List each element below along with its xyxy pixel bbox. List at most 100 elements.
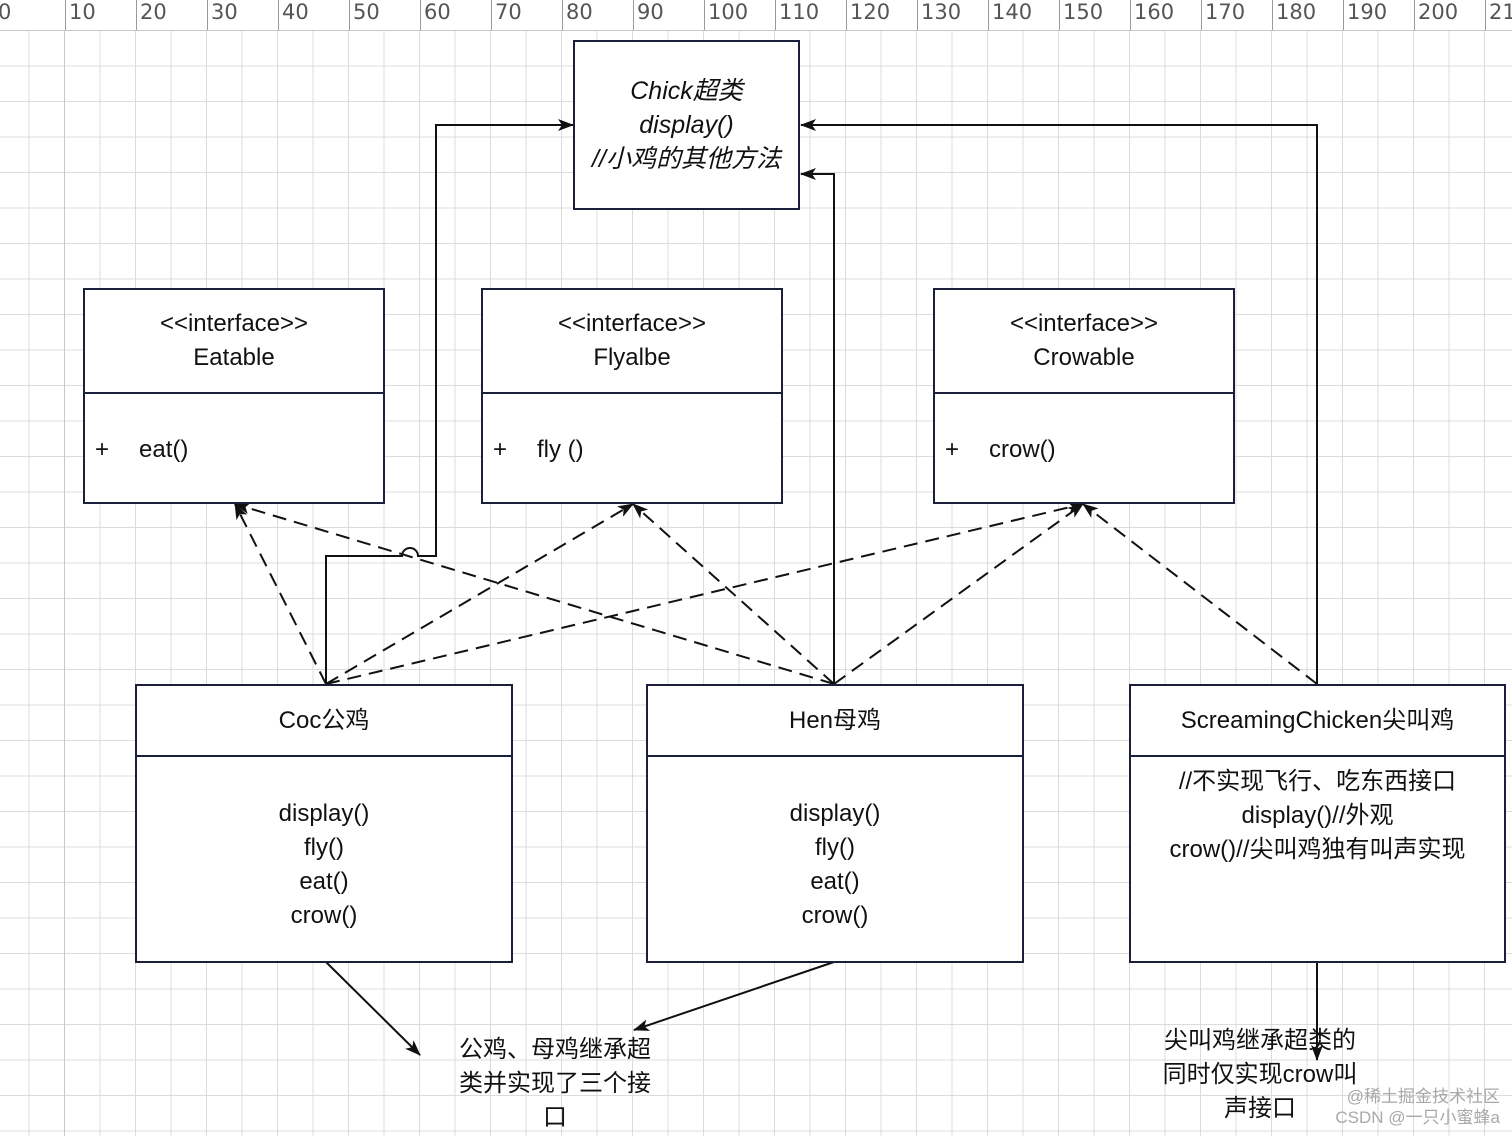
ruler-tick: 110	[775, 0, 819, 30]
ruler-tick-label: 100	[708, 0, 749, 24]
ruler-tick: 170	[1201, 0, 1245, 30]
class-method: crow()	[801, 902, 869, 929]
screaming-chicken-class-box[interactable]: ScreamingChicken尖叫鸡 //不实现飞行、吃东西接口 displa…	[1129, 684, 1506, 963]
class-name: ScreamingChicken尖叫鸡	[1180, 706, 1455, 734]
coc-hen-note: 公鸡、母鸡继承超 类并实现了三个接 口	[440, 1033, 670, 1135]
crowable-interface-body: + crow()	[935, 394, 1233, 502]
note-line: 口	[543, 1104, 567, 1131]
class-method: fly()	[815, 834, 855, 861]
hen-inherits-chick-connector	[800, 168, 835, 684]
ruler-tick-label: 60	[424, 0, 451, 24]
ruler-tick-label: 150	[1063, 0, 1104, 24]
ruler-tick-label: 140	[992, 0, 1033, 24]
class-method: eat()	[299, 868, 349, 895]
interface-method: eat()	[139, 436, 189, 463]
watermark: @稀土掘金技术社区 CSDN @一只小蜜蜂a	[1335, 1086, 1500, 1128]
coc-class-header: Coc公鸡	[137, 686, 511, 757]
ruler-tick: 200	[1414, 0, 1458, 30]
interface-name: Flyalbe	[593, 344, 671, 371]
screaming-chicken-note: 尖叫鸡继承超类的 同时仅实现crow叫 声接口	[1140, 1024, 1380, 1126]
note-line: 类并实现了三个接	[459, 1070, 651, 1097]
interface-stereotype: <<interface>>	[1009, 310, 1159, 337]
coc-realizes-crowable-connector	[325, 501, 1084, 685]
ruler-tick-label: 70	[495, 0, 522, 24]
ruler-tick: 140	[988, 0, 1032, 30]
interface-method: crow()	[989, 436, 1056, 463]
eatable-interface-body: + eat()	[85, 394, 383, 502]
coc-class-body: display() fly() eat() crow()	[137, 757, 511, 933]
ruler-tick-label: 80	[566, 0, 593, 24]
ruler-tick-label: 190	[1347, 0, 1388, 24]
crowable-interface-header: <<interface>> Crowable	[935, 290, 1233, 394]
ruler-tick: 30	[207, 0, 238, 30]
watermark-line: CSDN @一只小蜜蜂a	[1335, 1108, 1500, 1127]
flyable-interface-header: <<interface>> Flyalbe	[483, 290, 781, 394]
note-line: 同时仅实现crow叫	[1162, 1061, 1358, 1088]
watermark-line: @稀土掘金技术社区	[1346, 1087, 1500, 1106]
interface-stereotype: <<interface>>	[557, 310, 707, 337]
ruler-tick: 50	[349, 0, 380, 30]
flyable-interface-box[interactable]: <<interface>> Flyalbe + fly ()	[481, 288, 783, 504]
ruler-tick-label: 10	[69, 0, 96, 24]
ruler-tick-label: 20	[140, 0, 167, 24]
ruler-tick: 180	[1272, 0, 1316, 30]
ruler-tick: 70	[491, 0, 522, 30]
ruler-tick: 10	[65, 0, 96, 30]
chick-superclass-box[interactable]: Chick超类 display() //小鸡的其他方法	[573, 40, 800, 210]
ruler-tick: 150	[1059, 0, 1103, 30]
interface-stereotype: <<interface>>	[159, 310, 309, 337]
hen-realizes-flyable-connector	[632, 503, 835, 685]
ruler-tick: 40	[278, 0, 309, 30]
hen-realizes-eatable-connector	[234, 502, 835, 685]
ruler-tick-label: 130	[921, 0, 962, 24]
canvas-left-margin	[0, 30, 65, 1136]
note-line: 声接口	[1224, 1095, 1296, 1122]
eatable-interface-header: <<interface>> Eatable	[85, 290, 383, 394]
visibility-marker: +	[493, 436, 508, 463]
coc-realizes-eatable-connector	[234, 503, 327, 685]
ruler-tick: 21	[1485, 0, 1512, 30]
hen-to-note-arrow	[633, 961, 835, 1031]
ruler-tick: 130	[917, 0, 961, 30]
screaming-chicken-class-header: ScreamingChicken尖叫鸡	[1131, 686, 1504, 757]
ruler-tick: 190	[1343, 0, 1387, 30]
visibility-marker: +	[945, 436, 960, 463]
crowable-interface-box[interactable]: <<interface>> Crowable + crow()	[933, 288, 1235, 504]
hen-realizes-crowable-connector	[833, 503, 1084, 685]
ruler-tick-label: 180	[1276, 0, 1317, 24]
interface-name: Crowable	[1033, 344, 1135, 371]
ruler-tick: 80	[562, 0, 593, 30]
class-name: Coc公鸡	[278, 706, 370, 734]
note-line: 尖叫鸡继承超类的	[1164, 1027, 1356, 1054]
ruler-tick-label: 30	[211, 0, 238, 24]
coc-to-note-arrow	[325, 961, 421, 1056]
class-method: fly()	[304, 834, 344, 861]
ruler-tick-label: 40	[282, 0, 309, 24]
note-line: 公鸡、母鸡继承超	[459, 1036, 651, 1063]
class-method: //不实现飞行、吃东西接口	[1178, 768, 1457, 795]
hen-class-header: Hen母鸡	[648, 686, 1022, 757]
ruler-tick: 20	[136, 0, 167, 30]
ruler-tick-label: 120	[850, 0, 891, 24]
class-method: display()	[789, 800, 881, 827]
ruler-tick: 120	[846, 0, 890, 30]
class-method: crow()//尖叫鸡独有叫声实现	[1169, 836, 1466, 863]
interface-method: fly ()	[537, 436, 584, 463]
hen-class-box[interactable]: Hen母鸡 display() fly() eat() crow()	[646, 684, 1024, 963]
class-method: display()	[278, 800, 370, 827]
eatable-interface-box[interactable]: <<interface>> Eatable + eat()	[83, 288, 385, 504]
interface-name: Eatable	[193, 344, 275, 371]
screaming-inherits-chick-connector	[800, 119, 1318, 684]
visibility-marker: +	[95, 436, 110, 463]
class-method: display()//外观	[1241, 802, 1394, 829]
coc-inherits-chick-connector	[325, 119, 574, 684]
ruler-tick: 100	[704, 0, 748, 30]
superclass-method-display: display()	[639, 111, 734, 139]
superclass-other-methods: //小鸡的其他方法	[592, 145, 781, 173]
ruler-tick: 160	[1130, 0, 1174, 30]
ruler-tick-label: 0	[0, 0, 12, 24]
coc-class-box[interactable]: Coc公鸡 display() fly() eat() crow()	[135, 684, 513, 963]
